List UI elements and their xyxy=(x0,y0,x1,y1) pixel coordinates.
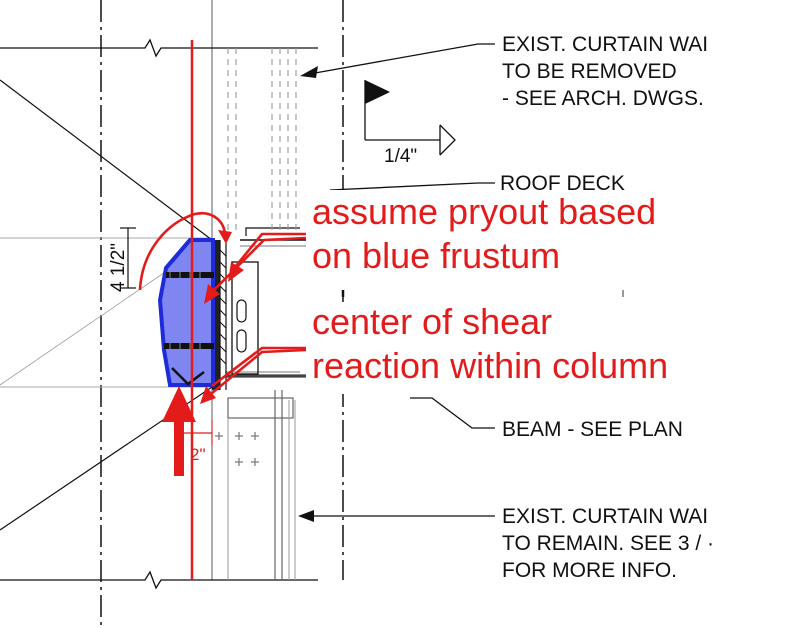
weld-size-label: 1/4" xyxy=(384,146,417,167)
annotation-shear-line-2: reaction within column xyxy=(312,345,668,386)
anchor-marks xyxy=(215,432,259,466)
dimension-4-1-2 xyxy=(120,227,136,289)
note-curtain-wall-removed-line-2: TO BE REMOVED xyxy=(502,60,677,83)
shear-reaction-arrow xyxy=(162,386,196,476)
note-curtain-wall-removed-line-1: EXIST. CURTAIN WAI xyxy=(502,33,708,56)
blue-frustum xyxy=(157,238,215,387)
note-curtain-wall-removed-line-3: - SEE ARCH. DWGS. xyxy=(502,87,704,110)
note-roof-deck: ROOF DECK xyxy=(500,172,625,195)
markup-backdrop-bottom xyxy=(306,302,726,394)
note-beam: BEAM - SEE PLAN xyxy=(502,418,683,441)
annotation-pryout-line-2: on blue frustum xyxy=(312,235,560,276)
dimension-red-label: 2" xyxy=(190,445,206,464)
leader-arrowheads xyxy=(298,66,390,522)
annotation-shear-line-1: center of shear xyxy=(312,301,552,342)
red-markup xyxy=(138,40,307,580)
annotation-pryout-line-1: assume pryout based xyxy=(312,191,656,232)
note-curtain-wall-remain-line-1: EXIST. CURTAIN WAI xyxy=(502,505,708,528)
note-curtain-wall-remain-line-3: FOR MORE INFO. xyxy=(502,559,677,582)
note-curtain-wall-remain-line-2: TO REMAIN. SEE 3 / · xyxy=(502,532,714,555)
dimension-vertical-label: 4 1/2" xyxy=(108,243,129,292)
markup-backdrop-top xyxy=(306,190,716,290)
